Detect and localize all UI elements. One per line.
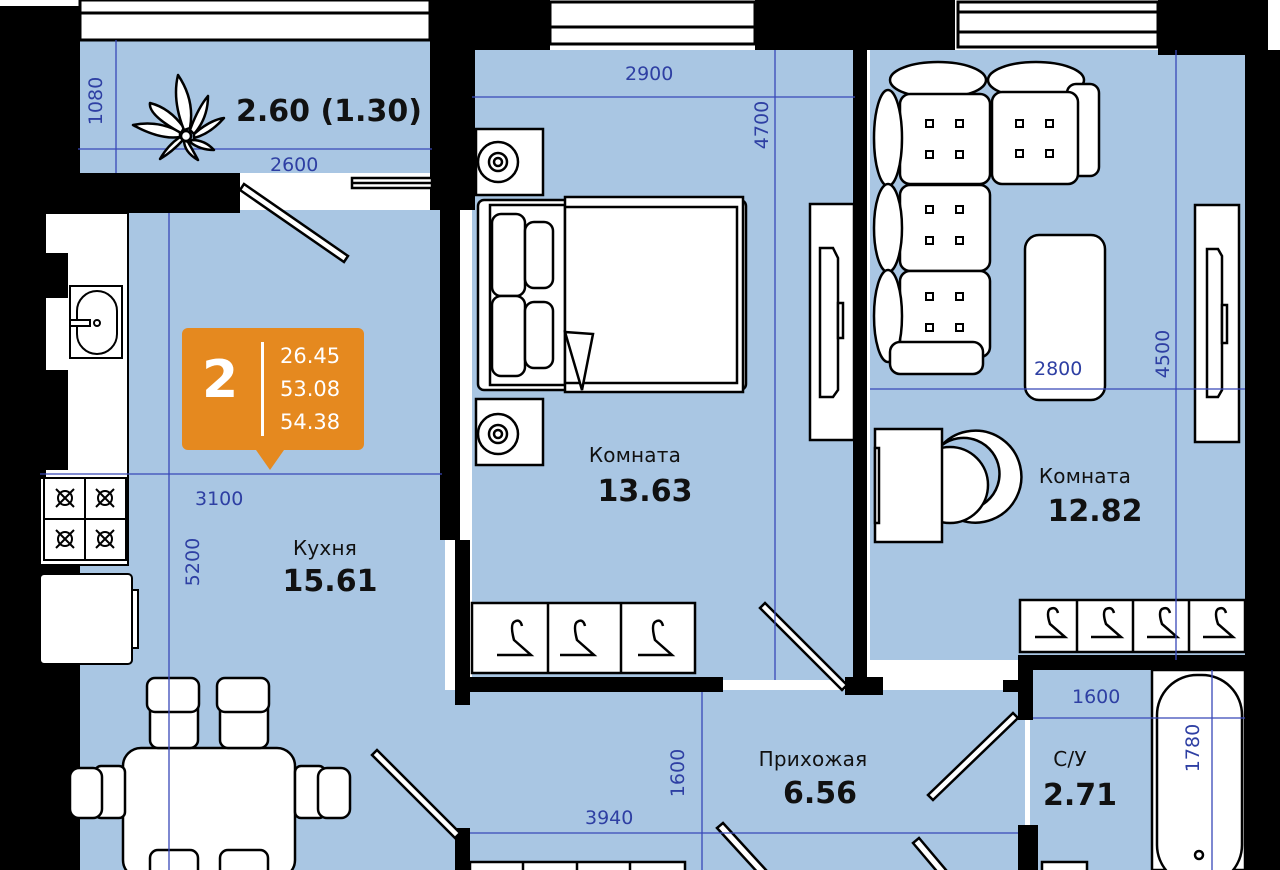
dim-living-width: 2800 [1034,358,1083,380]
balcony-floor [80,40,432,173]
nightstand-icon [474,127,545,467]
kitchen-door [238,182,350,264]
living-room-area: 12.82 [1047,494,1143,529]
tv-stand-living-icon [1193,203,1241,444]
hall-name: Прихожая [758,747,868,771]
hall-kitchen-door [370,748,462,840]
dim-balcony-width: 2600 [270,154,319,176]
doors [238,176,1020,870]
coffee-table-icon [1023,233,1107,402]
total-area-value: 53.08 [280,377,341,401]
hall-area: 6.56 [782,776,858,811]
bath-door [926,711,1020,802]
bathroom-area: 2.71 [1042,778,1118,813]
dim-hall-width: 3940 [585,807,634,829]
bedroom-name: Комната [588,443,682,467]
desk-chair-icon [873,427,1023,544]
bedroom-area: 13.63 [597,474,693,509]
dim-balcony-depth: 1080 [85,76,107,126]
wardrobe-living-icon [1018,598,1247,654]
living-area-value: 26.45 [280,344,341,368]
bathroom-name: С/У [1053,747,1087,771]
flower-icon [131,73,226,162]
dim-bedroom-width: 2900 [625,63,674,85]
entrance-door-2 [911,836,948,870]
dim-living-length: 4500 [1152,329,1174,379]
tv-stand-icon [808,202,856,442]
dim-bath-width: 1600 [1072,686,1121,708]
kitchen-name: Кухня [293,536,357,560]
living-room-name: Комната [1038,464,1132,488]
toilet-icon [1040,860,1089,870]
bedroom-door [758,601,849,692]
dimension-lines [40,40,1245,870]
dim-bedroom-length: 4700 [751,100,773,150]
dim-hall-depth: 1600 [667,748,689,798]
fridge-icon [39,573,139,665]
sofa-icon [872,60,1101,376]
badge-areas: 26.45 53.08 54.38 [280,340,340,439]
living-window [956,0,1160,49]
bathtub-icon [1150,668,1247,870]
room-count: 2 [202,350,239,410]
kitchen-wall-niches [40,253,68,470]
entrance-door-1 [715,821,768,870]
dining-table-icon [68,676,352,870]
wardrobe-hall-icon [468,860,687,870]
total-area-with-balcony-value: 54.38 [280,410,341,434]
dim-kitchen-width: 3100 [195,488,244,510]
sofa-buttons [925,119,1054,332]
badge-divider [261,342,264,436]
dim-bath-length: 1780 [1182,723,1204,773]
apartment-summary-badge: 2 26.45 53.08 54.38 [182,328,364,470]
bedroom-window [548,0,757,46]
dim-kitchen-length: 5200 [182,537,204,587]
kitchen-area: 15.61 [282,564,378,599]
bed-icon [476,195,748,394]
sink-icon [69,285,123,359]
wardrobe-bedroom-icon [470,601,697,675]
stove-icon [43,477,127,561]
balcony-railing [78,0,432,42]
balcony-area-label: 2.60 (1.30) [236,94,422,129]
